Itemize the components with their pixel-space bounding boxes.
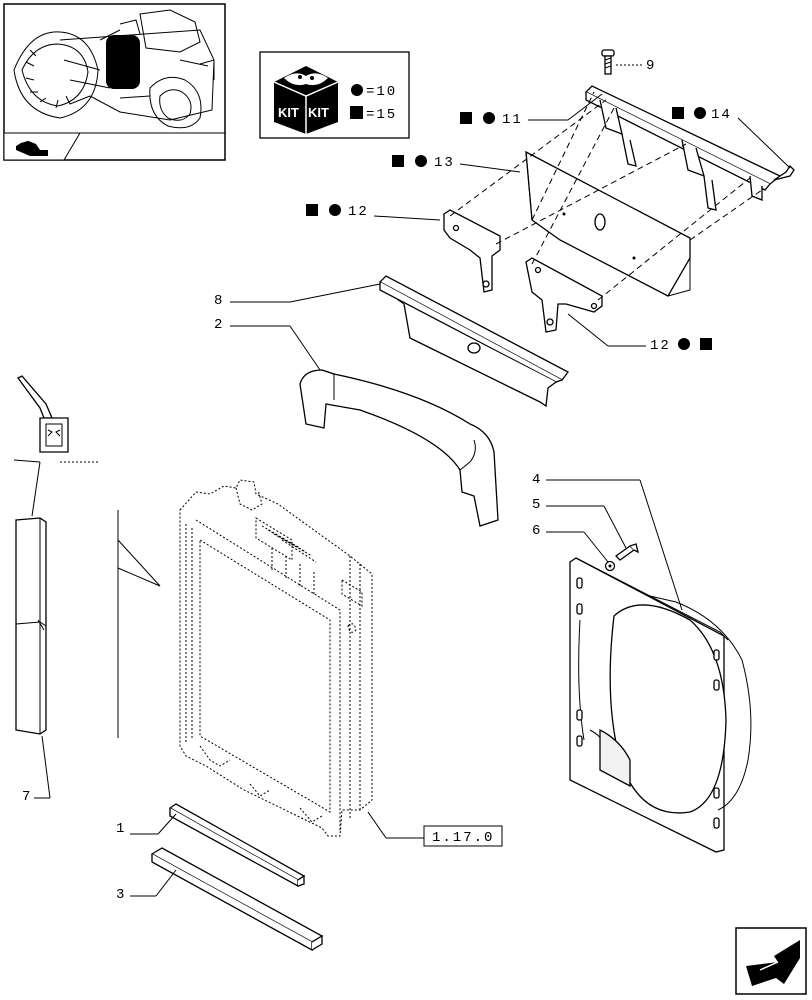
square-symbol-14 bbox=[672, 107, 684, 119]
square-symbol-13 bbox=[392, 155, 404, 167]
circle-symbol-13 bbox=[415, 155, 427, 167]
assembly-lines bbox=[449, 91, 763, 301]
circle-symbol-11 bbox=[483, 112, 495, 124]
reference-label: 1.17.0 bbox=[432, 830, 494, 846]
seal-2 bbox=[299, 369, 499, 527]
callout-8: 8 bbox=[214, 293, 224, 309]
seal-strip-7 bbox=[15, 517, 47, 735]
square-symbol bbox=[350, 106, 363, 119]
square-symbol-12b bbox=[700, 338, 712, 350]
circle-symbol-12b bbox=[678, 338, 690, 350]
fan-shroud-4 bbox=[569, 557, 752, 853]
kit-legend: KIT KIT =10 =15 bbox=[259, 51, 410, 139]
strip-3 bbox=[150, 847, 324, 952]
bolt-14 bbox=[737, 117, 795, 181]
circle-symbol-12a bbox=[329, 204, 341, 216]
callout-6: 6 bbox=[532, 523, 542, 539]
callout-7: 7 bbox=[22, 789, 32, 805]
square-symbol-12a bbox=[306, 204, 318, 216]
radiator-highlight bbox=[106, 35, 140, 89]
bolt-9 bbox=[601, 49, 642, 75]
callout-13: 13 bbox=[434, 155, 455, 171]
square-quantity: =15 bbox=[366, 107, 397, 123]
bracket-12-right bbox=[525, 257, 603, 333]
next-page-arrow-icon[interactable] bbox=[735, 927, 807, 995]
circle-symbol-14 bbox=[694, 107, 706, 119]
tractor-sketch bbox=[13, 9, 215, 129]
kit-box-icon: KIT KIT bbox=[273, 66, 339, 134]
bracket-11 bbox=[584, 85, 782, 211]
radiator-phantom bbox=[117, 479, 373, 837]
callout-2: 2 bbox=[214, 317, 224, 333]
reference-box-1170[interactable]: 1.17.0 bbox=[423, 825, 503, 847]
bolt-5 bbox=[614, 543, 639, 561]
bracket-12-left bbox=[443, 209, 501, 293]
callout-3: 3 bbox=[116, 887, 126, 903]
kit-text-right: KIT bbox=[308, 105, 329, 120]
circle-quantity: =10 bbox=[366, 84, 397, 100]
callout-9: 9 bbox=[646, 58, 656, 74]
callout-14: 14 bbox=[711, 107, 732, 123]
callout-11: 11 bbox=[502, 112, 523, 128]
callout-12-left: 12 bbox=[348, 204, 369, 220]
callout-1: 1 bbox=[116, 821, 126, 837]
strip-1 bbox=[168, 803, 306, 888]
kit-text-left: KIT bbox=[278, 105, 299, 120]
tractor-thumbnail[interactable] bbox=[3, 3, 226, 161]
navigate-icon[interactable] bbox=[16, 139, 48, 156]
callout-4: 4 bbox=[532, 472, 542, 488]
washer-6 bbox=[604, 560, 616, 572]
callout-12-right: 12 bbox=[650, 338, 671, 354]
square-symbol-11 bbox=[460, 112, 472, 124]
seal-profile bbox=[17, 375, 69, 453]
callout-5: 5 bbox=[532, 497, 542, 513]
baffle-8 bbox=[378, 275, 569, 408]
circle-symbol bbox=[351, 84, 363, 96]
